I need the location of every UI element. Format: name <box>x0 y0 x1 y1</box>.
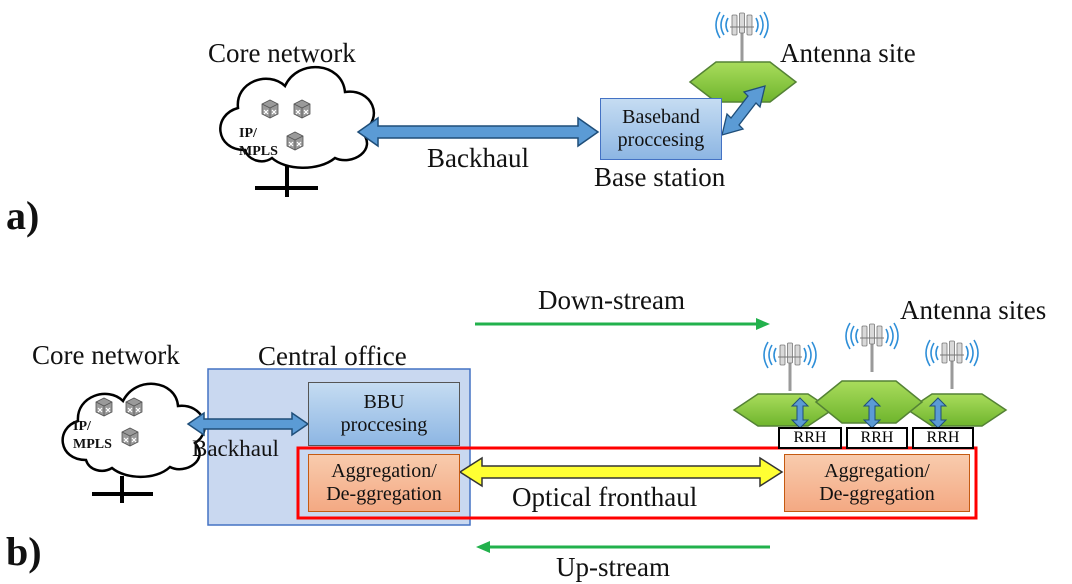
upstream-arrow <box>476 541 770 553</box>
baseband-processing-box: Baseband proccesing <box>600 98 722 160</box>
backhaul-label: Backhaul <box>192 436 279 461</box>
core-network-label: Core network <box>208 38 356 68</box>
hexagon-cell-icon <box>732 393 834 427</box>
baseband-line2: proccesing <box>617 129 705 151</box>
bbu-line1: BBU <box>363 391 405 413</box>
aggregation-box-right: Aggregation/ De-ggregation <box>784 454 970 512</box>
router-icon <box>95 397 113 417</box>
optical-fronthaul-arrow <box>458 456 784 488</box>
core-network-label: Core network <box>32 340 180 370</box>
router-icon <box>125 397 143 417</box>
rrh-box: RRH <box>778 427 842 449</box>
aggregation-box-left: Aggregation/ De-ggregation <box>308 454 460 512</box>
cloud-icon <box>219 65 375 197</box>
router-icon <box>261 99 279 119</box>
cloud-ip-text: IP/ <box>73 419 91 434</box>
cloud-mpls-text: MPLS <box>73 436 112 452</box>
rrh-box: RRH <box>912 427 974 449</box>
cloud-ip-text: IP/ <box>239 126 257 141</box>
cloud-text: IP/ MPLS <box>239 125 278 160</box>
antenna-tower-icon <box>715 11 769 62</box>
antenna-link-arrow <box>721 85 766 136</box>
baseband-line1: Baseband <box>622 106 700 128</box>
aggregation-right-line2: De-ggregation <box>819 483 935 505</box>
down-stream-label: Down-stream <box>538 285 685 315</box>
panel-a-letter: a) <box>6 193 40 238</box>
downstream-arrow <box>475 318 770 330</box>
aggregation-left-line1: Aggregation/ <box>331 460 437 482</box>
optical-fronthaul-label: Optical fronthaul <box>512 482 698 512</box>
bbu-line2: proccesing <box>340 414 428 436</box>
antenna-site-label: Antenna site <box>780 38 916 68</box>
rrh-box: RRH <box>846 427 908 449</box>
antenna-sites-label: Antenna sites <box>900 295 1047 325</box>
antenna-tower-icon <box>763 341 817 392</box>
router-icon <box>293 99 311 119</box>
cloud-mpls-text: MPLS <box>239 143 278 159</box>
aggregation-left-line2: De-ggregation <box>326 483 442 505</box>
backhaul-label: Backhaul <box>427 143 529 173</box>
backhaul-arrow <box>356 116 600 148</box>
antenna-tower-icon <box>925 339 979 390</box>
aggregation-right-line1: Aggregation/ <box>824 460 930 482</box>
up-stream-label: Up-stream <box>556 552 670 582</box>
fronthaul-outline <box>296 446 978 520</box>
cloud-text: IP/ MPLS <box>73 418 112 453</box>
antenna-tower-icon <box>845 322 899 373</box>
panel-b-letter: b) <box>6 529 42 574</box>
router-icon <box>286 131 304 151</box>
hexagon-cell-icon <box>906 393 1008 427</box>
base-station-label: Base station <box>594 162 726 192</box>
router-icon <box>121 427 139 447</box>
bbu-processing-box: BBU proccesing <box>308 382 460 446</box>
central-office-label: Central office <box>258 341 407 371</box>
